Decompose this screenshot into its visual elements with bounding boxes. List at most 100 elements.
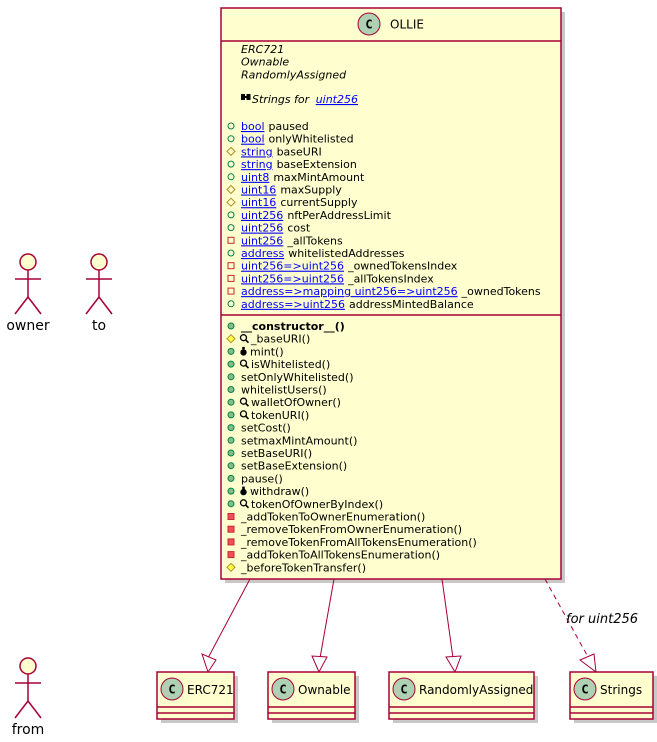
method-name: isWhitelisted(): [251, 358, 330, 371]
field-type-link[interactable]: address=>mapping uint256=>uint256: [241, 285, 458, 298]
public-method-icon: [227, 411, 235, 419]
method-row[interactable]: withdraw(): [227, 485, 309, 498]
svg-text:address=>mapping uint256=>uint: address=>mapping uint256=>uint256_ownedT…: [241, 285, 541, 298]
field-type-link[interactable]: uint256: [241, 234, 283, 247]
private-method-icon: [227, 513, 235, 520]
method-name: _beforeTokenTransfer(): [240, 561, 366, 574]
method-row[interactable]: walletOfOwner(): [227, 396, 341, 409]
field-type-link[interactable]: uint256: [241, 209, 283, 222]
public-field-icon: [227, 135, 235, 143]
money-bag-icon: [240, 346, 247, 356]
method-row[interactable]: pause(): [227, 472, 283, 485]
field-type-link[interactable]: bool: [241, 133, 265, 146]
method-row[interactable]: _beforeTokenTransfer(): [226, 561, 366, 574]
method-row[interactable]: setOnlyWhitelisted(): [227, 371, 353, 384]
method-row[interactable]: setBaseURI(): [227, 447, 312, 460]
method-name: tokenOfOwnerByIndex(): [251, 498, 383, 511]
field-type-link[interactable]: uint256=>uint256: [241, 272, 344, 285]
method-row[interactable]: isWhitelisted(): [227, 358, 330, 371]
method-row[interactable]: _removeTokenFromAllTokensEnumeration(): [227, 536, 477, 549]
inherits-item: RandomlyAssigned: [241, 68, 347, 81]
arrowhead-randomlyassigned: [445, 655, 462, 674]
field-type-link[interactable]: string: [241, 158, 273, 171]
public-field-icon: [227, 173, 235, 181]
actor-owner[interactable]: owner: [6, 253, 50, 334]
field-name: baseExtension: [277, 158, 357, 171]
actor-to[interactable]: to: [85, 253, 113, 334]
private-method-icon: [227, 538, 235, 546]
magnifier-icon: [239, 334, 250, 344]
svg-text:C: C: [365, 18, 372, 32]
field-type-link[interactable]: address: [241, 247, 284, 260]
field-type-link[interactable]: uint16: [241, 196, 276, 209]
svg-text:uint256=>uint256_ownedTokensIn: uint256=>uint256_ownedTokensIndex: [241, 260, 458, 273]
public-method-icon: [227, 347, 235, 355]
public-method-icon: [227, 398, 235, 406]
using-directive: Strings for uint256: [241, 93, 358, 106]
private-method-icon: [227, 525, 235, 533]
method-name: setCost(): [241, 422, 291, 435]
inherits-item: ERC721: [241, 43, 284, 56]
method-row[interactable]: tokenOfOwnerByIndex(): [227, 498, 383, 511]
field-type-link[interactable]: uint16: [241, 184, 276, 197]
svg-text:C: C: [581, 683, 588, 697]
using-type-link[interactable]: uint256: [316, 93, 358, 106]
field-type-link[interactable]: uint256: [241, 222, 283, 235]
field-name: paused: [269, 120, 309, 133]
private-field-icon: [227, 262, 235, 270]
method-row[interactable]: setmaxMintAmount(): [227, 434, 357, 447]
using-prefix: Strings for: [252, 93, 313, 106]
field-row: uint256=>uint256_allTokensIndex: [227, 272, 434, 285]
field-type-link[interactable]: address=>uint256: [241, 298, 345, 311]
field-type-link[interactable]: uint256=>uint256: [241, 260, 344, 273]
actor-icon: [14, 657, 42, 719]
field-name: _allTokensIndex: [347, 272, 434, 285]
private-field-icon: [227, 236, 235, 244]
method-row[interactable]: setCost(): [227, 422, 291, 435]
actor-icon: [85, 253, 113, 315]
method-row[interactable]: __constructor__(): [227, 320, 345, 333]
method-row[interactable]: _removeTokenFromOwnerEnumeration(): [227, 523, 462, 536]
field-type-link[interactable]: string: [241, 145, 273, 158]
class-badge-icon: C: [357, 12, 381, 36]
arrowhead-erc721: [201, 653, 217, 674]
method-row[interactable]: setBaseExtension(): [227, 460, 347, 473]
field-name: cost: [287, 222, 311, 235]
method-row[interactable]: tokenURI(): [227, 409, 309, 422]
field-type-link[interactable]: uint8: [241, 171, 269, 184]
method-row[interactable]: whitelistUsers(): [227, 384, 327, 397]
method-row[interactable]: _addTokenToOwnerEnumeration(): [227, 511, 425, 524]
actor-from[interactable]: from: [12, 657, 45, 738]
method-name: setBaseURI(): [241, 447, 312, 460]
method-row[interactable]: mint(): [227, 345, 284, 358]
field-type-link[interactable]: bool: [241, 120, 265, 133]
public-method-icon: [227, 322, 235, 330]
magnifier-icon: [239, 499, 250, 509]
method-row[interactable]: _baseURI(): [226, 333, 310, 346]
field-name: _allTokens: [286, 234, 343, 247]
magnifier-icon: [239, 359, 250, 369]
method-name: walletOfOwner(): [251, 396, 341, 409]
svg-text:Strings for uint256: Strings for uint256: [252, 93, 358, 106]
class-badge-icon: C: [392, 677, 416, 701]
parent-class-ownable[interactable]: C Ownable: [267, 671, 359, 723]
method-name: _addTokenToOwnerEnumeration(): [240, 511, 425, 524]
method-row[interactable]: _addTokenToAllTokensEnumeration(): [227, 549, 440, 562]
parent-class-title: Ownable: [298, 683, 351, 697]
svg-text:C: C: [279, 683, 286, 697]
